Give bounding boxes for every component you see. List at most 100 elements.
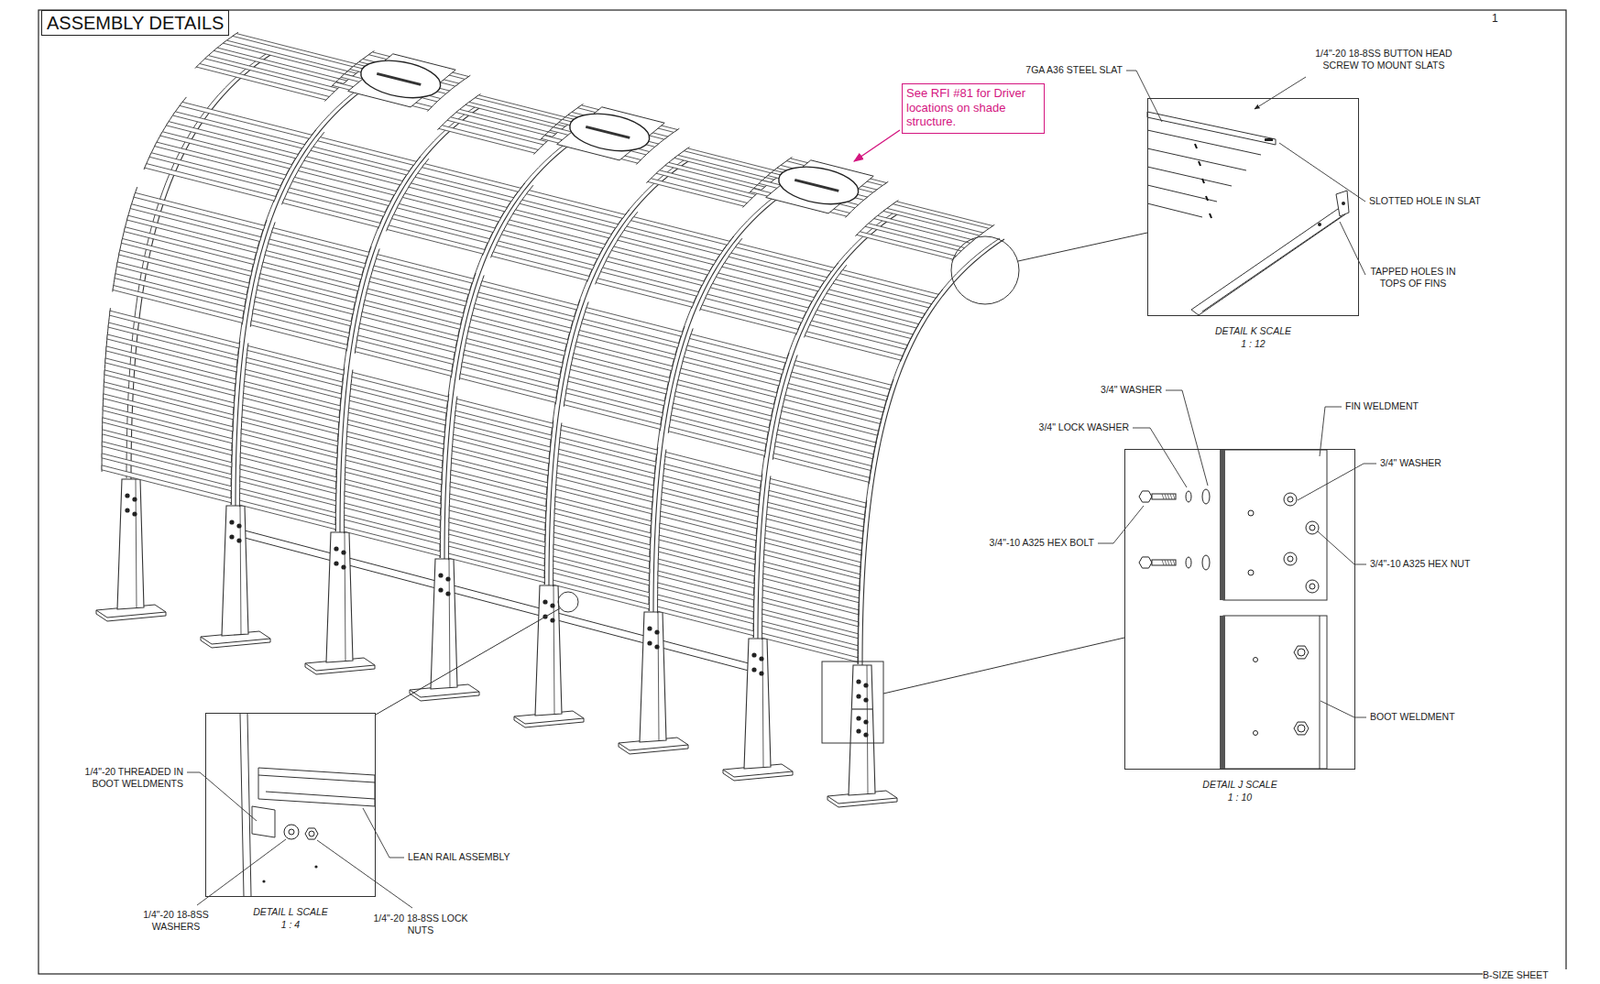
detail-j-drawing — [1139, 449, 1327, 769]
boot-post — [723, 638, 793, 781]
steel-slat — [1147, 130, 1261, 155]
driver-plate — [766, 160, 875, 214]
slat-panel — [386, 158, 526, 256]
slat-panel — [854, 200, 995, 262]
steel-slat — [1147, 148, 1247, 171]
steel-slat — [769, 478, 866, 508]
driver-opening — [358, 54, 444, 104]
slat-panel — [762, 476, 867, 665]
slat-panel — [354, 248, 476, 378]
boot-post — [618, 612, 689, 755]
panel-frame — [439, 394, 449, 559]
fin-weldment — [857, 238, 1005, 666]
lean-rail — [258, 767, 375, 807]
callout-label: 3/4"-10 A325 HEX NUT — [1369, 558, 1517, 570]
detail-caption: DETAIL L SCALE 1 : 4 — [252, 905, 329, 932]
steel-slat — [1147, 111, 1276, 145]
slat-panel — [282, 131, 421, 230]
hex-nut — [1309, 583, 1316, 590]
slat-panel — [491, 185, 630, 283]
steel-slat — [375, 254, 473, 284]
steel-slat — [526, 190, 626, 220]
bolt-hole — [751, 667, 757, 672]
detail-j-callout — [821, 661, 884, 744]
boot-edge — [240, 713, 244, 897]
slat-panel — [101, 307, 241, 505]
tapped-hole — [1317, 222, 1322, 227]
boot-plate — [1223, 615, 1327, 769]
callout-label: TAPPED HOLES IN TOPS OF FINS — [1362, 265, 1464, 290]
slat-panel — [804, 264, 943, 362]
leader-line — [1165, 390, 1208, 486]
post-column — [221, 505, 249, 636]
bolt-hole — [340, 564, 346, 570]
slat-panel — [449, 396, 554, 585]
bolt-hole — [124, 507, 130, 513]
steel-slat — [1147, 185, 1217, 202]
slat-panel — [112, 186, 267, 325]
bolt-hole — [124, 493, 130, 498]
callout-label: 1/4"-20 18-8SS LOCK NUTS — [370, 912, 472, 937]
detail-k-drawing — [1147, 111, 1349, 316]
callout-label: 3/4" WASHER — [1380, 457, 1472, 470]
slotted-hole — [1264, 138, 1273, 142]
bolt-hole — [229, 519, 234, 525]
leader-line — [317, 840, 413, 909]
boot-edge — [1319, 615, 1321, 769]
callout-label: BOOT WELDMENT — [1369, 711, 1480, 724]
steel-slat — [665, 451, 762, 482]
slat-screw — [1205, 196, 1208, 201]
slat-panel — [646, 147, 786, 209]
bolt-hole — [340, 549, 346, 555]
boot-post — [827, 665, 898, 808]
bolt-hole — [646, 640, 652, 646]
lean-rail-edge — [265, 791, 375, 800]
steel-slat — [247, 345, 344, 375]
steel-slat — [232, 33, 366, 70]
hex-nut — [1287, 556, 1294, 562]
bolt-hole — [542, 599, 548, 604]
detail-view-frame: DETAIL J SCALE 1 : 10 — [1124, 449, 1356, 770]
bolt-hole — [863, 732, 868, 737]
steel-slat — [271, 228, 369, 257]
steel-slat — [1147, 203, 1203, 218]
post-column — [744, 638, 771, 769]
driver-opening — [776, 161, 862, 210]
driver-panel — [539, 104, 680, 165]
bolt-shank — [1151, 493, 1176, 500]
detail-callouts — [375, 130, 1148, 744]
post-column — [117, 479, 144, 610]
washer — [1297, 648, 1305, 657]
fin-edge — [131, 53, 274, 480]
bolt-hole — [333, 546, 339, 551]
leader-line — [1018, 232, 1148, 262]
bolt-thread — [1170, 493, 1173, 500]
rfi-note-box: See RFI #81 for Driver locations on shad… — [901, 83, 1045, 134]
washer — [1202, 489, 1210, 505]
fin-top — [1202, 216, 1342, 312]
bolt-hole — [863, 697, 868, 702]
post-column — [535, 585, 562, 716]
bolt-hole — [855, 715, 861, 721]
shade-structure — [96, 32, 1005, 808]
steel-slat — [351, 372, 449, 402]
boot-post — [200, 505, 271, 648]
driver-bracket — [585, 126, 630, 138]
leader-line — [1317, 531, 1367, 565]
hex-nut — [1309, 525, 1316, 531]
bolt-hole — [333, 560, 339, 566]
driver-panel — [748, 157, 888, 219]
steel-slat — [793, 361, 891, 390]
panel-frame — [230, 340, 240, 505]
steel-slat — [179, 101, 312, 139]
bolt-thread — [1164, 559, 1167, 566]
washer — [1305, 521, 1319, 535]
bolt-hole — [855, 693, 861, 699]
detail-caption: DETAIL J SCALE 1 : 10 — [1201, 778, 1279, 804]
steel-slat — [456, 398, 553, 428]
detail-view-frame: DETAIL L SCALE 1 : 4 — [205, 712, 376, 898]
slat-panel — [195, 32, 368, 101]
bolt-hole — [646, 625, 652, 631]
washer — [288, 829, 295, 835]
detail-l-callout — [558, 591, 579, 613]
